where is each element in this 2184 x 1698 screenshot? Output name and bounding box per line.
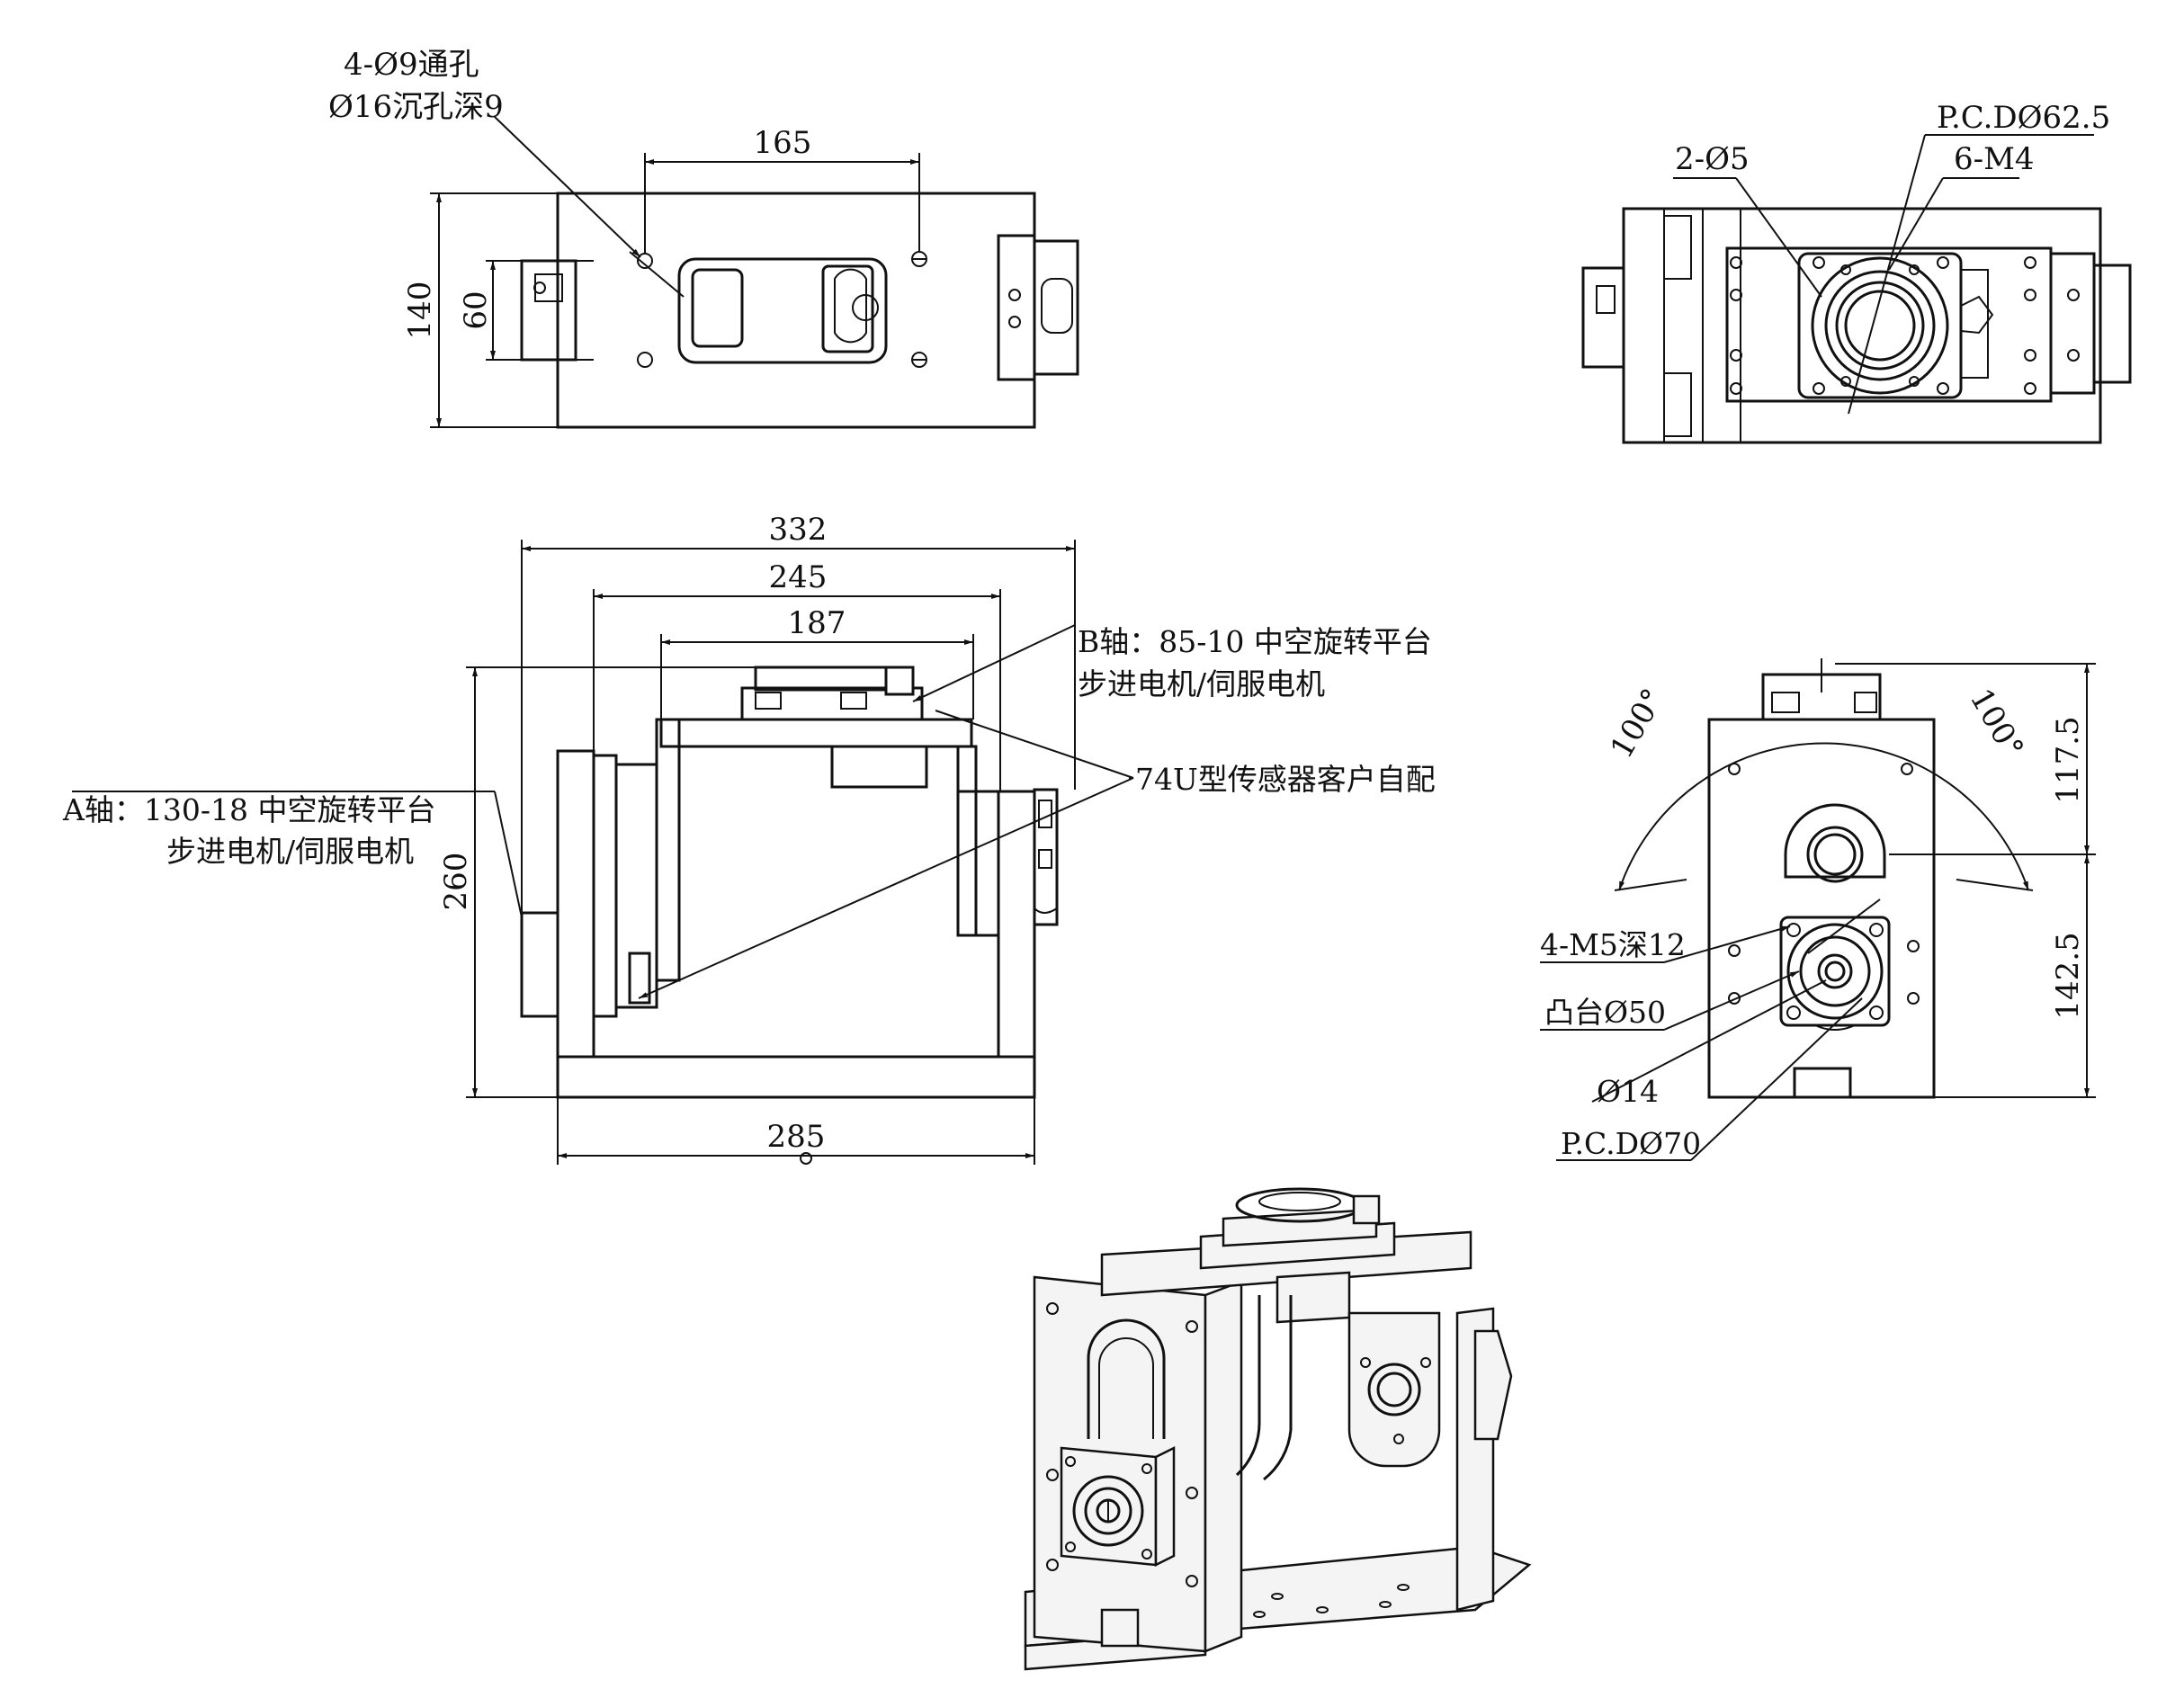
- dim-260: 260: [438, 853, 474, 911]
- side-view: 100° 100° 117.5 142.5 4-M5深12 凸台Ø50 Ø14 …: [1540, 658, 2096, 1161]
- isometric-view: [1024, 1187, 1532, 1671]
- thread-label: 6-M4: [1954, 141, 2035, 177]
- dim-142-5: 142.5: [2050, 932, 2086, 1019]
- a-axis-line1: A轴：130-18 中空旋转平台: [62, 792, 435, 827]
- b-axis-line2: 步进电机/伺服电机: [1078, 666, 1325, 702]
- dim-140: 140: [402, 282, 438, 340]
- bore-note: Ø14: [1597, 1074, 1659, 1109]
- dim-187: 187: [788, 605, 846, 641]
- angle-left: 100°: [1604, 683, 1672, 764]
- angle-right: 100°: [1963, 683, 2031, 764]
- boss-note: 凸台Ø50: [1544, 995, 1666, 1030]
- a-axis-line2: 步进电机/伺服电机: [166, 834, 414, 869]
- dim-60: 60: [458, 290, 494, 329]
- b-axis-line1: B轴：85-10 中空旋转平台: [1078, 624, 1432, 659]
- top-view: 165 140 60 4-Ø9通孔 Ø16沉孔深9: [328, 47, 1079, 429]
- right-top-view: P.C.DØ62.5 2-Ø5 6-M4: [1581, 100, 2132, 444]
- pcd-label: P.C.DØ62.5: [1937, 100, 2110, 136]
- hole-note-2: Ø16沉孔深9: [328, 89, 504, 125]
- sensor-note: 74U型传感器客户自配: [1135, 762, 1436, 797]
- pcd-note: P.C.DØ70: [1561, 1126, 1701, 1161]
- pin-label: 2-Ø5: [1675, 141, 1750, 177]
- dim-117-5: 117.5: [2050, 716, 2086, 803]
- dim-245: 245: [769, 559, 828, 595]
- dim-165: 165: [754, 125, 812, 161]
- front-view: 332 245 187 285 260 B轴：85-10 中空旋转平台 步进电机…: [62, 512, 1436, 1165]
- dim-285: 285: [767, 1119, 826, 1155]
- thread-note: 4-M5深12: [1540, 927, 1686, 962]
- dim-332: 332: [769, 512, 828, 548]
- hole-note-1: 4-Ø9通孔: [344, 47, 479, 83]
